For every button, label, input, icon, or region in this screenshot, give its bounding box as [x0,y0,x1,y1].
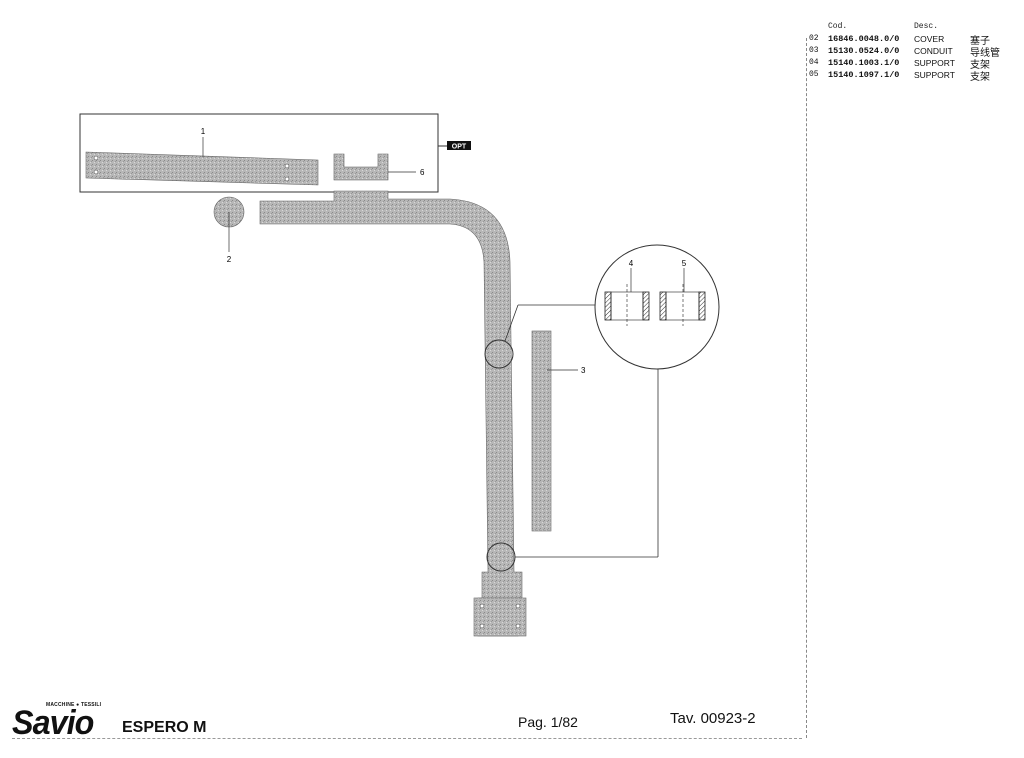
callout-6: 6 [420,168,425,177]
row-desc-chinese: 导线管 [970,48,1000,59]
parts-row: 03 15130.0524.0/0 CONDUIT 导线管 [804,46,1019,59]
parts-row: 05 15140.1097.1/0 SUPPORT 支架 [804,70,1019,83]
row-number: 03 [809,46,819,55]
part-6-bracket [333,153,389,181]
header-desc: Desc. [914,22,939,31]
conduit-support-assembly [259,190,523,637]
header-code: Cod. [828,22,848,31]
parts-row: 04 15140.1003.1/0 SUPPORT 支架 [804,58,1019,71]
model-name: ESPERO M [122,719,207,736]
row-desc: SUPPORT [914,70,955,80]
detail-view [594,244,720,370]
part-1-strip [85,151,319,186]
footer-rule [12,738,802,739]
page-number: Pag. 1/82 [518,714,578,730]
row-code: 15130.0524.0/0 [828,46,900,56]
row-number: 02 [809,34,819,43]
savio-logo: Savio [12,704,94,742]
part-3-conduit [531,330,552,532]
row-number: 04 [809,58,819,67]
row-code: 15140.1097.1/0 [828,70,900,80]
opt-badge [447,141,471,150]
callout-5: 5 [682,259,687,268]
opt-label: OPT [452,144,467,151]
table-number: Tav. 00923-2 [670,710,756,727]
row-desc-chinese: 支架 [970,60,990,71]
row-desc: CONDUIT [914,46,953,56]
callout-3: 3 [581,366,586,375]
row-desc: SUPPORT [914,58,955,68]
parts-row: 02 16846.0048.0/0 COVER 塞子 [804,34,1019,47]
row-code: 16846.0048.0/0 [828,34,900,44]
brand-tagline: MACCHINE ● TESSILI [46,702,102,708]
row-number: 05 [809,70,819,79]
base-plate [473,597,527,637]
callout-2: 2 [227,255,232,264]
row-desc-chinese: 支架 [970,72,990,83]
frame-border [806,38,807,738]
callout-4: 4 [629,259,634,268]
callout-1: 1 [201,127,206,136]
optional-kit-frame [79,113,439,193]
detail-marker-upper [484,339,514,369]
row-desc-chinese: 塞子 [970,36,990,47]
row-desc: COVER [914,34,945,44]
row-code: 15140.1003.1/0 [828,58,900,68]
